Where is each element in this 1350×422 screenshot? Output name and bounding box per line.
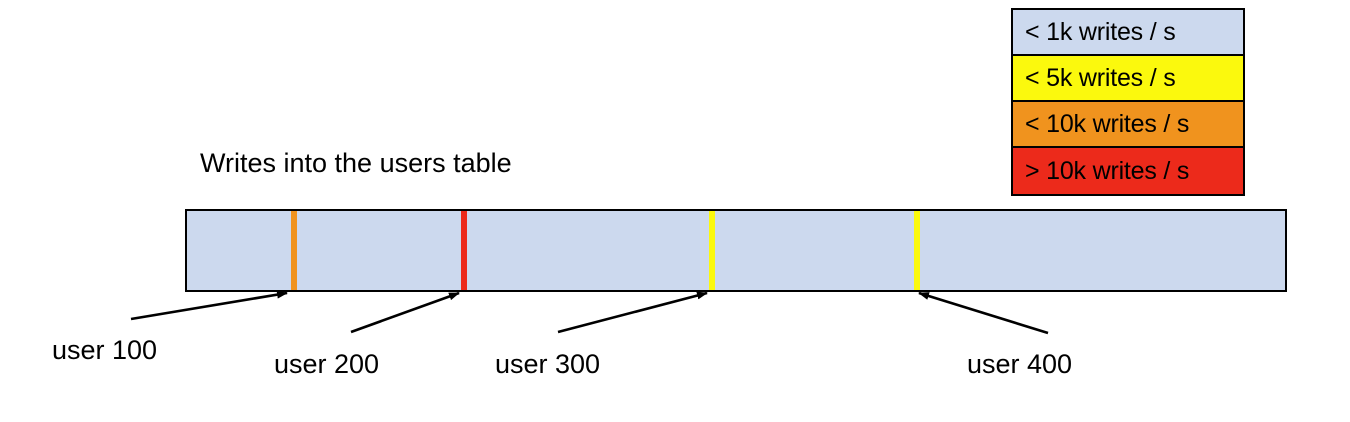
user-100-arrow [130,290,288,321]
callout-label-user-400: user 400 [967,349,1073,379]
chart-caption: Writes into the users table [200,148,512,178]
legend-row-under-5k: < 5k writes / s [1013,56,1243,102]
legend-label-under-10k: < 10k writes / s [1025,109,1190,138]
legend-row-under-10k: < 10k writes / s [1013,102,1243,148]
legend-row-over-10k: > 10k writes / s [1013,148,1243,194]
user-300-arrow [557,291,708,334]
user-300-stripe [709,211,715,290]
legend-label-over-10k: > 10k writes / s [1025,156,1190,185]
users-table-keyspace-bar [185,209,1287,292]
user-100-stripe [291,211,297,290]
user-400-arrow [918,291,1049,335]
user-200-arrow [350,291,460,334]
callout-label-user-200: user 200 [274,349,380,379]
legend-label-under-1k: < 1k writes / s [1025,17,1176,46]
user-400-stripe [914,211,920,290]
callout-label-user-100: user 100 [52,335,158,365]
legend-row-under-1k: < 1k writes / s [1013,10,1243,56]
user-200-stripe [461,211,467,290]
legend-label-under-5k: < 5k writes / s [1025,63,1176,92]
callout-label-user-300: user 300 [495,349,601,379]
write-rate-legend: < 1k writes / s < 5k writes / s < 10k wr… [1011,8,1245,196]
